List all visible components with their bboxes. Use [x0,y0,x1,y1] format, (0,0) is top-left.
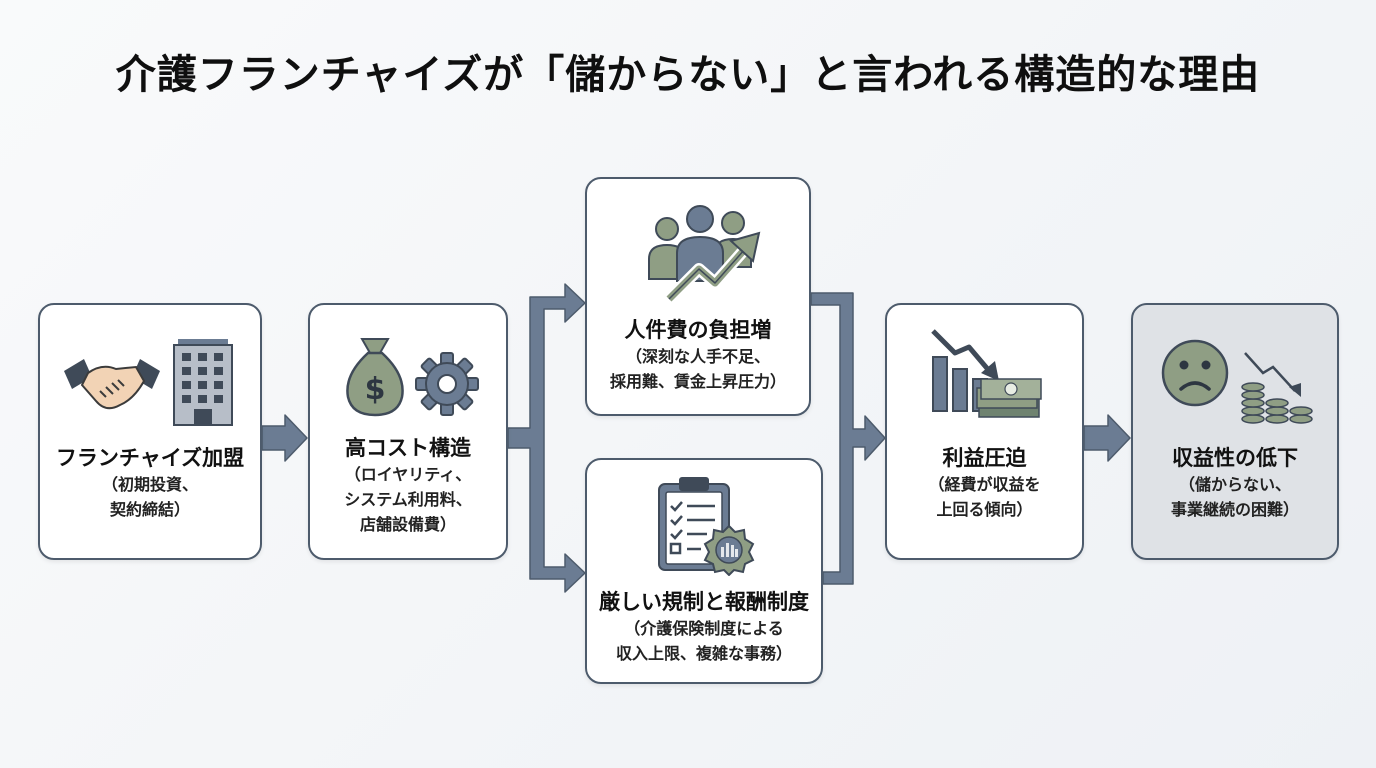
arrow-profit-to-decline [1083,414,1131,462]
step-description: （経費が収益を 上回る傾向） [928,475,1041,519]
handshake-icon [64,359,160,410]
step-label: 厳しい規制と報酬制度 [599,590,809,614]
step-labor-cost: 人件費の負担増 （深刻な人手不足、 採用難、賃金上昇圧力） [585,177,811,416]
step-description: （ロイヤリティ、 システム利用料、 店舗設備費） [344,465,472,534]
arrow-merge-to-profit [810,292,886,585]
step-label: 高コスト構造 [345,436,471,460]
step-description: （儲からない、 事業継続の困難） [1170,475,1299,519]
svg-text:$: $ [365,372,386,407]
step-label: フランチャイズ加盟 [55,446,245,470]
step-label: 収益性の低下 [1172,446,1298,470]
step-profitability-decline: 収益性の低下 （儲からない、 事業継続の困難） [1131,303,1339,560]
step-label: 利益圧迫 [942,446,1027,470]
step-description: （初期投資、 契約締結） [101,475,198,519]
arrow-join-to-cost [261,414,308,462]
seal-badge-icon [703,524,755,576]
sad-face-icon [1161,339,1229,407]
step-regulation: 厳しい規制と報酬制度 （介護保険制度による 収入上限、複雑な事務） [585,458,823,684]
step-description: （介護保険制度による 収入上限、複雑な事務） [615,619,792,663]
step-profit-squeeze: 利益圧迫 （経費が収益を 上回る傾向） [885,303,1084,560]
arrow-split-cost [507,283,586,593]
trend-up-arrow-icon [664,231,761,303]
step-high-cost: $ 高コスト構造 （ロイヤリティ、 システム利用料、 店舗設備費） [308,303,508,560]
decreasing-coins-icon [1241,352,1313,424]
money-bag-icon: $ [346,338,404,417]
step-label: 人件費の負担増 [624,318,772,342]
office-building-icon [173,339,233,426]
step-franchise-join: フランチャイズ加盟 （初期投資、 契約締結） [38,303,262,560]
cash-stack-icon [976,378,1042,418]
gear-icon [415,352,479,416]
step-description: （深刻な人手不足、 採用難、賃金上昇圧力） [609,347,786,391]
page-title: 介護フランチャイズが「儲からない」と言われる構造的な理由 [115,52,1261,98]
